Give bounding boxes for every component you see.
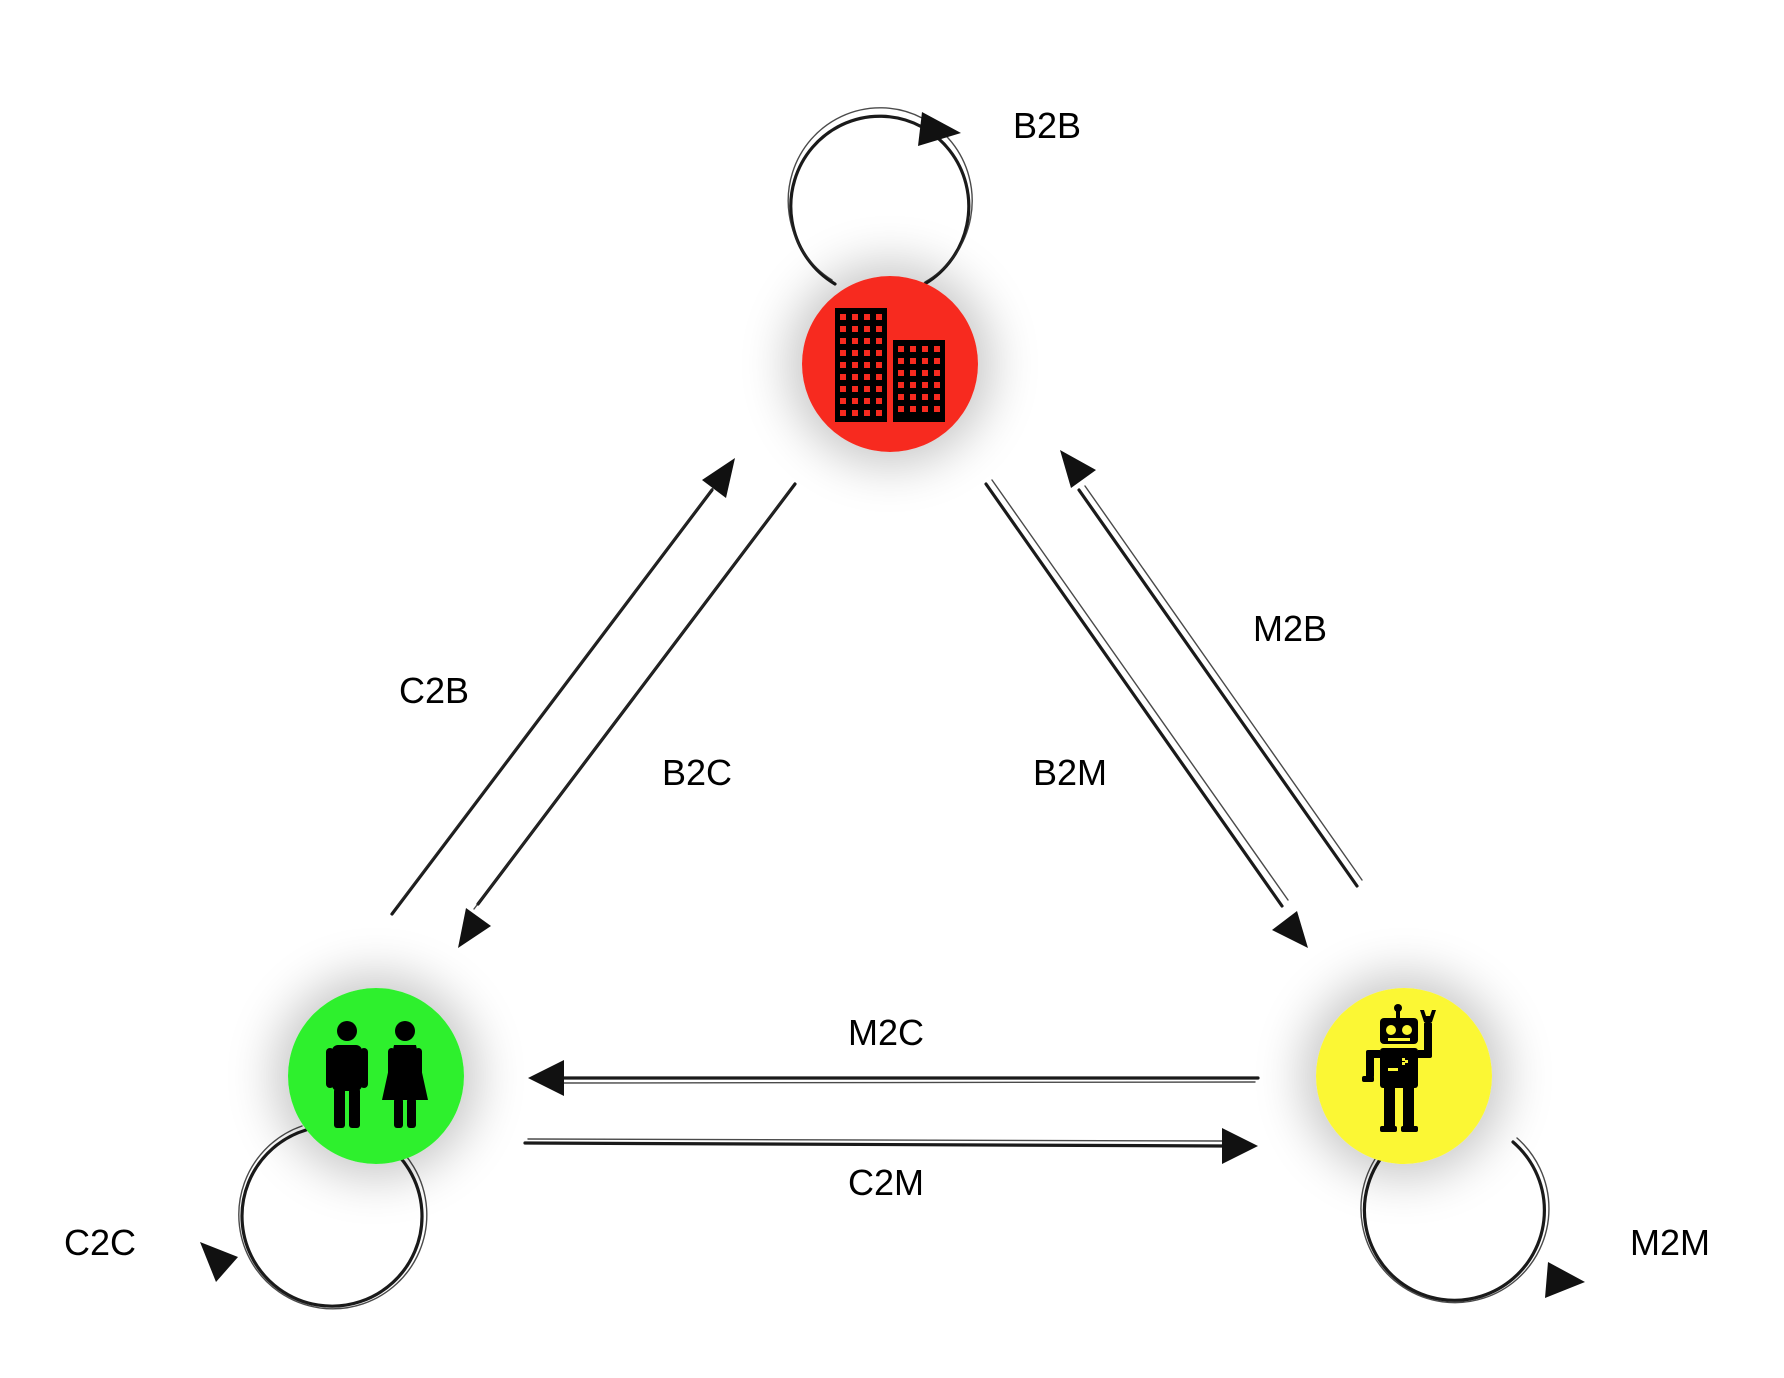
b2b-label: B2B — [1013, 105, 1082, 146]
b2c-label: B2C — [662, 752, 733, 793]
b2b-loop-arrow — [787, 107, 973, 288]
c2m-arrow — [523, 1128, 1258, 1164]
machine-node — [1316, 988, 1492, 1164]
robot-icon — [1316, 988, 1492, 1164]
m2c-label: M2C — [848, 1012, 925, 1053]
c2b-label: C2B — [399, 670, 470, 711]
m2m-label: M2M — [1630, 1222, 1710, 1263]
consumer-node — [288, 988, 464, 1164]
business-node — [802, 276, 978, 452]
b2m-label: B2M — [1033, 752, 1108, 793]
c2c-loop-arrow — [200, 1125, 428, 1310]
m2c-arrow — [528, 1060, 1260, 1096]
m2b-label: M2B — [1253, 608, 1328, 649]
b2c-arrow — [458, 482, 797, 948]
c2m-label: C2M — [848, 1162, 925, 1203]
c2b-arrow — [390, 458, 735, 916]
c2c-label: C2C — [64, 1222, 137, 1263]
man-woman-icon — [288, 988, 464, 1164]
office-buildings-icon — [802, 276, 978, 452]
b2m-arrow — [984, 479, 1308, 948]
m2m-loop-arrow — [1360, 1123, 1585, 1304]
m2b-arrow — [1060, 450, 1363, 888]
